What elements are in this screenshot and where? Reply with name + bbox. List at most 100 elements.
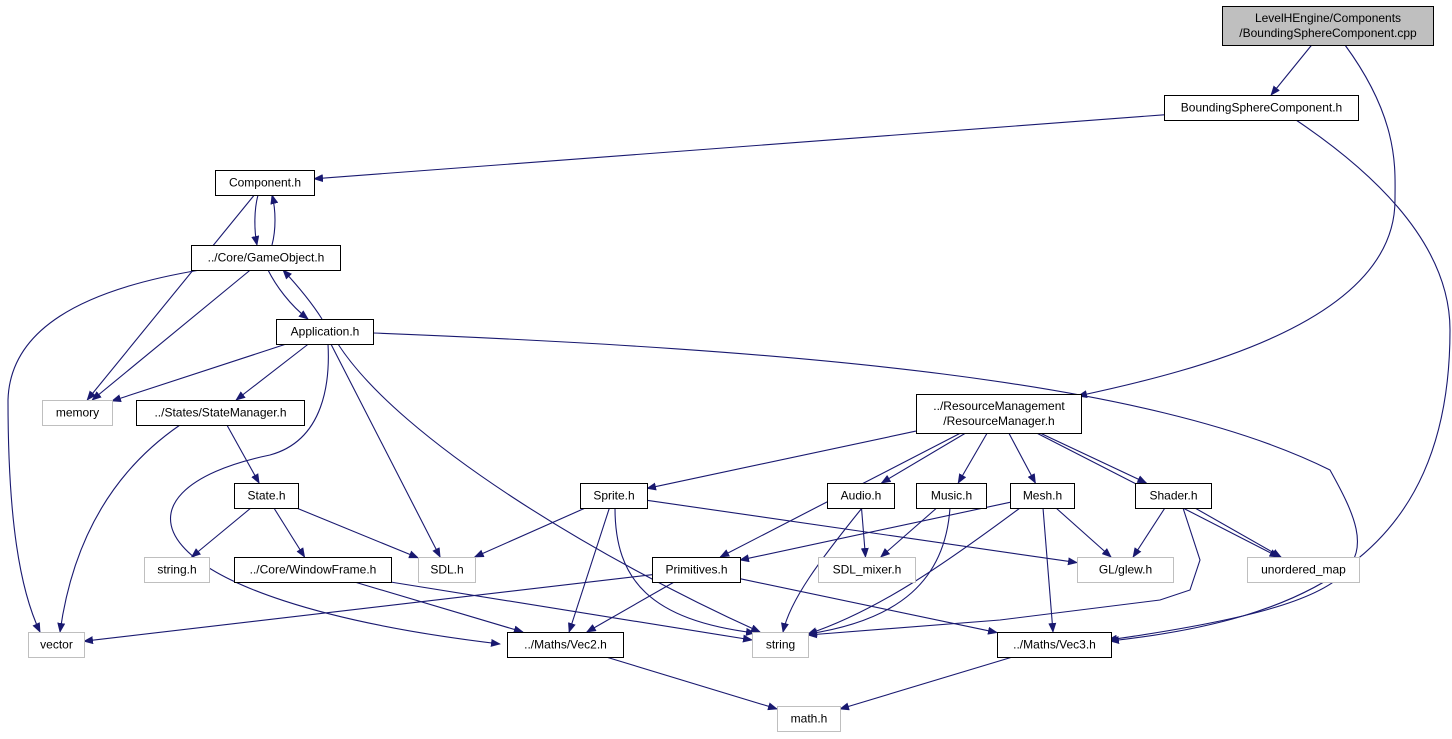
- node-state-h[interactable]: State.h: [234, 483, 299, 509]
- node-box: [28, 632, 85, 658]
- edge-resourcemanager_h-to-mesh_h: [1008, 432, 1036, 484]
- node-box: [1010, 483, 1075, 509]
- node-box: [827, 483, 895, 509]
- edge-sprite_h-to-string: [614, 507, 756, 636]
- node-label: GL/glew.h: [1099, 563, 1152, 577]
- node-label: string.h: [157, 563, 196, 577]
- node-box: [916, 394, 1082, 434]
- node-box: [1077, 557, 1174, 583]
- node-math-h: math.h: [777, 706, 841, 732]
- node-box: [136, 400, 305, 426]
- node-windowframe-h[interactable]: ../Core/WindowFrame.h: [234, 557, 392, 583]
- edge-application_h-to-sdl_h: [330, 343, 441, 558]
- edge-music_h-to-string: [807, 507, 951, 637]
- edge-root-to-bsc_h: [1270, 44, 1313, 96]
- node-box: [916, 483, 987, 509]
- node-statemanager-h[interactable]: ../States/StateManager.h: [136, 400, 305, 426]
- node-box: [997, 632, 1112, 658]
- node-label: Audio.h: [841, 489, 882, 503]
- node-box: [507, 632, 624, 658]
- edge-mesh_h-to-vec3_h: [1042, 507, 1057, 633]
- node-sdl-mixer-h: SDL_mixer.h: [818, 557, 916, 583]
- node-box: [1135, 483, 1212, 509]
- node-label: State.h: [247, 489, 285, 503]
- edge-shader_h-to-unordered_map: [1194, 507, 1282, 558]
- edge-application_h-to-gameobject_h: [282, 269, 323, 320]
- edge-vec3_h-to-math_h: [839, 656, 1013, 711]
- node-component-h[interactable]: Component.h: [215, 170, 315, 196]
- edge-primitives_h-to-vec2_h: [585, 581, 675, 633]
- edge-windowframe_h-to-vec2_h: [354, 581, 524, 634]
- node-box: [652, 557, 741, 583]
- node-label: Music.h: [931, 489, 972, 503]
- node-sdl-h: SDL.h: [418, 557, 476, 583]
- edge-state_h-to-sdl_h: [296, 507, 419, 559]
- node-sprite-h[interactable]: Sprite.h: [580, 483, 648, 509]
- node-box: [234, 483, 299, 509]
- node-label: /ResourceManager.h: [943, 414, 1054, 428]
- node-box: [234, 557, 392, 583]
- node-box: [1247, 557, 1360, 583]
- node-box: [818, 557, 916, 583]
- node-glew-h: GL/glew.h: [1077, 557, 1174, 583]
- node-box: [42, 400, 113, 426]
- edge-mesh_h-to-glew_h: [1055, 507, 1112, 558]
- node-bsc-h[interactable]: BoundingSphereComponent.h: [1164, 95, 1359, 121]
- edge-statemanager_h-to-vector: [57, 424, 181, 633]
- node-layer: LevelHEngine/Components/BoundingSphereCo…: [28, 6, 1434, 732]
- edge-state_h-to-string_h: [190, 507, 252, 558]
- edge-shader_h-to-string: [807, 507, 1201, 639]
- edge-layer: [7, 44, 1451, 711]
- node-vec2-h[interactable]: ../Maths/Vec2.h: [507, 632, 624, 658]
- node-box: [752, 632, 809, 658]
- edge-component_h-to-gameobject_h: [251, 194, 260, 246]
- node-audio-h[interactable]: Audio.h: [827, 483, 895, 509]
- edge-application_h-to-vec3_h: [372, 332, 1358, 643]
- node-label: Sprite.h: [593, 489, 634, 503]
- node-mesh-h[interactable]: Mesh.h: [1010, 483, 1075, 509]
- edge-windowframe_h-to-string: [390, 581, 753, 643]
- edge-primitives_h-to-vec3_h: [739, 578, 998, 635]
- node-vector: vector: [28, 632, 85, 658]
- edge-root-to-resourcemanager_h: [1077, 44, 1396, 399]
- node-memory: memory: [42, 400, 113, 426]
- node-label: Shader.h: [1149, 489, 1197, 503]
- node-label: vector: [40, 638, 73, 652]
- node-shader-h[interactable]: Shader.h: [1135, 483, 1212, 509]
- node-label: ../Core/GameObject.h: [208, 251, 325, 265]
- node-primitives-h[interactable]: Primitives.h: [652, 557, 741, 583]
- node-label: ../Core/WindowFrame.h: [250, 563, 377, 577]
- node-box: [580, 483, 648, 509]
- edge-resourcemanager_h-to-audio_h: [880, 432, 966, 484]
- edge-bsc_h-to-component_h: [313, 114, 1165, 183]
- node-gameobject-h[interactable]: ../Core/GameObject.h: [191, 245, 341, 271]
- edge-sprite_h-to-sdl_h: [473, 507, 586, 558]
- node-unordered-map: unordered_map: [1247, 557, 1360, 583]
- node-application-h[interactable]: Application.h: [276, 319, 374, 345]
- edge-gameobject_h-to-memory: [91, 269, 251, 401]
- node-music-h[interactable]: Music.h: [916, 483, 987, 509]
- node-label: unordered_map: [1261, 563, 1346, 577]
- node-label: /BoundingSphereComponent.cpp: [1239, 26, 1417, 40]
- edge-application_h-to-memory: [111, 343, 287, 403]
- node-box: [276, 319, 374, 345]
- node-vec3-h[interactable]: ../Maths/Vec3.h: [997, 632, 1112, 658]
- node-label: BoundingSphereComponent.h: [1181, 101, 1342, 115]
- node-label: Component.h: [229, 176, 301, 190]
- node-root[interactable]: LevelHEngine/Components/BoundingSphereCo…: [1222, 6, 1434, 46]
- edge-audio_h-to-string: [781, 507, 863, 633]
- node-label: LevelHEngine/Components: [1255, 11, 1401, 25]
- edge-state_h-to-windowframe_h: [273, 507, 306, 558]
- edge-gameobject_h-to-component_h: [270, 194, 279, 246]
- node-label: SDL_mixer.h: [833, 563, 902, 577]
- node-string: string: [752, 632, 809, 658]
- node-box: [418, 557, 476, 583]
- edge-sprite_h-to-glew_h: [646, 499, 1078, 566]
- node-label: ../States/StateManager.h: [154, 406, 286, 420]
- node-box: [144, 557, 210, 583]
- node-label: Application.h: [291, 325, 360, 339]
- edge-mesh_h-to-primitives_h: [739, 501, 1011, 563]
- node-label: string: [766, 638, 795, 652]
- node-resourcemanager-h[interactable]: ../ResourceManagement/ResourceManager.h: [916, 394, 1082, 434]
- node-label: SDL.h: [430, 563, 463, 577]
